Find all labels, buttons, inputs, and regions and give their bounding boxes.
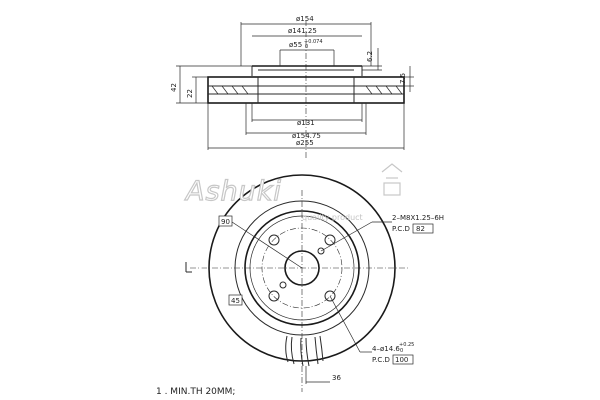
thread-spec: 2–M8X1.25–6H [392, 214, 444, 222]
bolt-tol-upper: +0.25 [399, 342, 414, 348]
bolt-tol-lower: 0 [400, 348, 403, 354]
dim-d15475: ø154.75 [292, 132, 321, 140]
angle-90: 90 [221, 218, 230, 226]
bolt-hole-3 [268, 290, 280, 302]
pcd-value-2: 100 [395, 356, 408, 364]
note-min-thickness: 1 . MIN.TH 20MM; [156, 387, 235, 397]
center-bore [284, 250, 320, 286]
dim-width36: 36 [332, 374, 341, 382]
pcd-value-1: 82 [416, 225, 425, 233]
dim-d131: ø131 [297, 119, 315, 127]
pcd-circle [261, 227, 343, 309]
dim-h22: 22 [186, 89, 194, 98]
angle-45: 45 [231, 297, 240, 305]
bolt-hole-1 [324, 234, 336, 246]
marker-l: L [200, 265, 205, 274]
bolt-spec: 4–ø14.6 [372, 345, 400, 353]
pcd-box-2 [392, 354, 414, 365]
bolt-hole-4 [324, 290, 336, 302]
vent-hatching [211, 85, 403, 95]
pcd-box-1 [412, 223, 434, 234]
angle-box-90 [218, 215, 233, 227]
dim-h42: 42 [170, 83, 178, 92]
dim-d55-tol-upper: +0.074 [304, 39, 323, 45]
dim-h62: 6.2 [366, 51, 374, 62]
brand-watermark: Ashuki quality product [183, 163, 403, 222]
dim-d55-tol-lower: 0 [305, 44, 308, 50]
bolt-hole-2 [268, 234, 280, 246]
dim-h75: 7.5 [399, 73, 407, 84]
front-view: 90 45 L 2–M8X1.25–6H P.C.D 82 4–ø14.6 +0… [185, 174, 444, 392]
friction-inner-edge [234, 200, 370, 336]
dim-d255: ø255 [296, 139, 314, 147]
vent-fins [285, 335, 324, 367]
pcd-label-1: P.C.D [392, 225, 410, 233]
brand-tagline: quality product [302, 213, 363, 222]
brand-name: Ashuki [184, 176, 282, 207]
angle-box-45 [228, 294, 243, 306]
hat-outer-edge [244, 210, 360, 326]
pcd-label-2: P.C.D [372, 356, 390, 364]
dim-d154: ø154 [296, 15, 314, 23]
section-view: ø154 ø141.25 ø55 +0.074 0 ø131 ø154.75 ø… [170, 15, 414, 158]
dim-d55: ø55 [289, 41, 302, 49]
thread-hole-1 [317, 247, 325, 255]
thread-hole-2 [279, 281, 287, 289]
hat-step [249, 215, 355, 321]
dim-d141: ø141.25 [288, 27, 317, 35]
friction-ring-outline [207, 76, 405, 104]
brand-kanji-mark [381, 163, 403, 196]
